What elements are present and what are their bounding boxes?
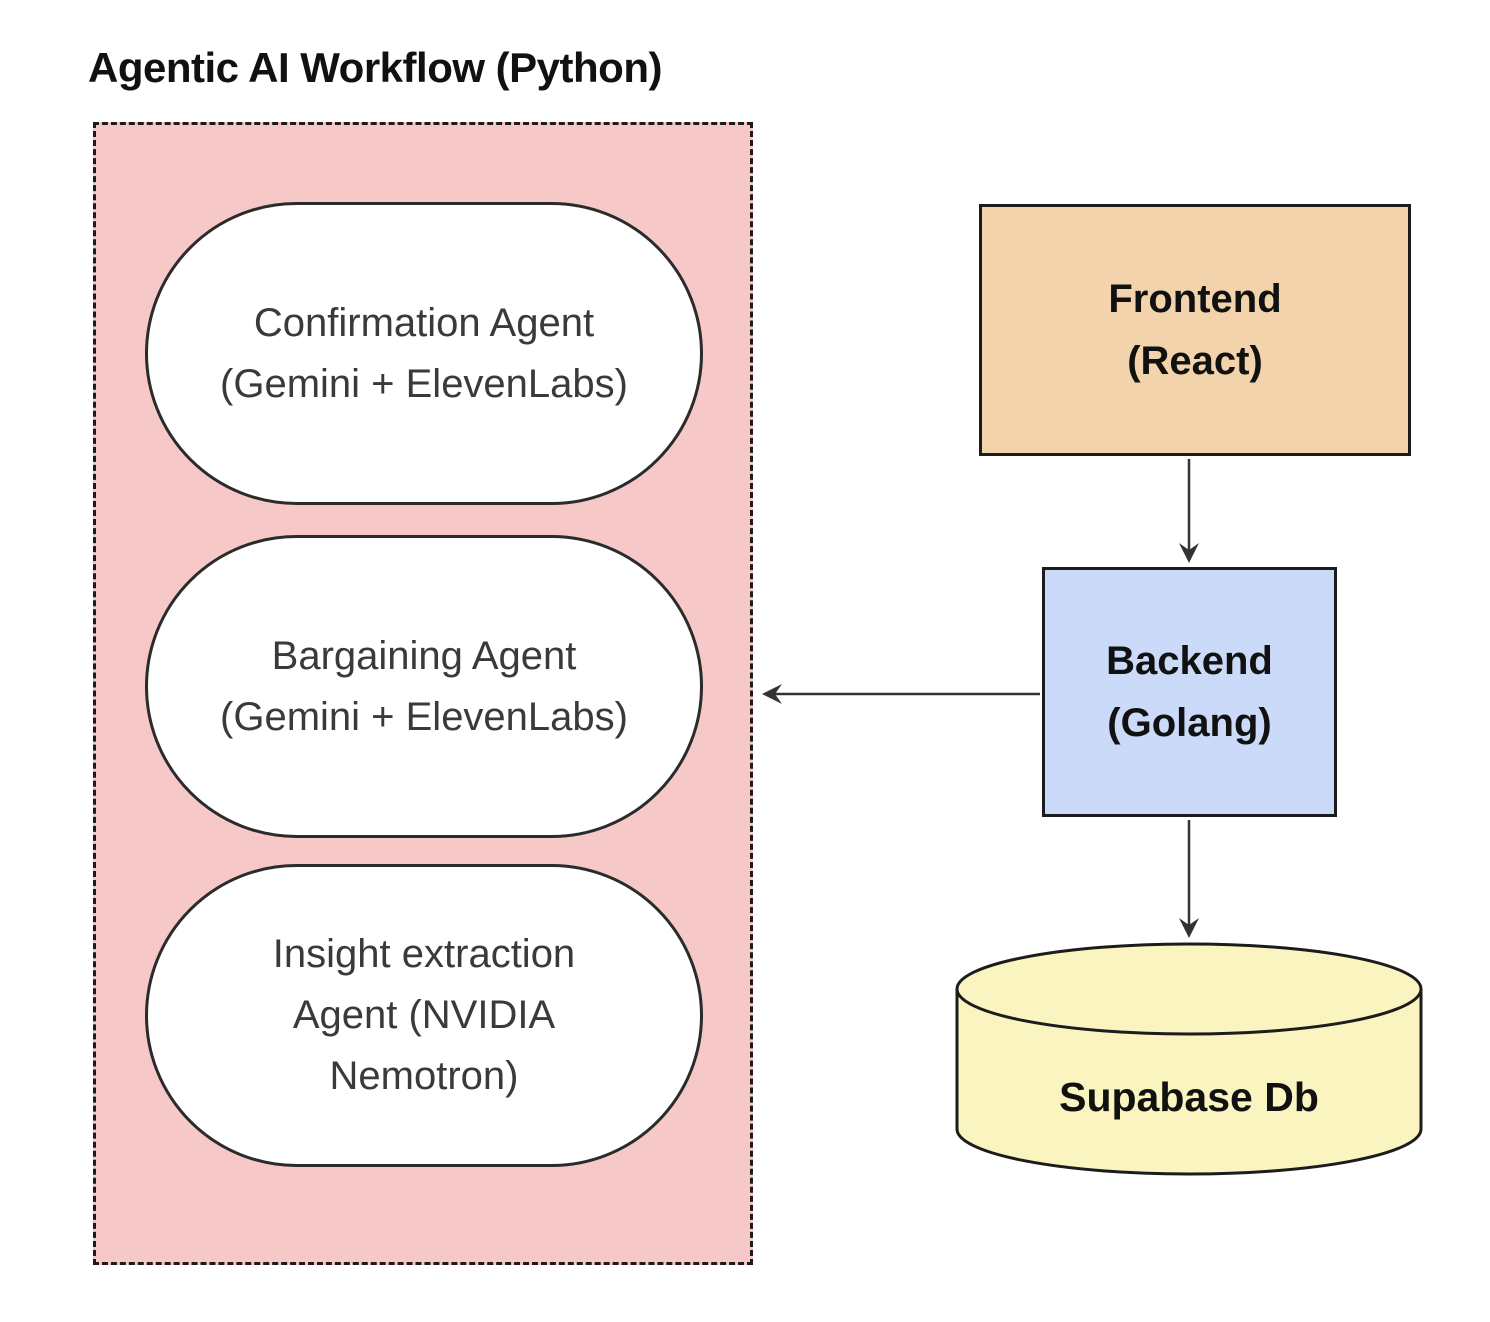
node-label-line: Backend — [1106, 639, 1273, 683]
node-label-line: (Golang) — [1107, 701, 1272, 745]
node-supabase-db-label: Supabase Db — [1059, 1074, 1319, 1120]
node-bargaining-agent: Bargaining Agent (Gemini + ElevenLabs) — [145, 535, 703, 838]
node-label-line: Nemotron) — [329, 1054, 519, 1098]
node-confirmation-agent: Confirmation Agent (Gemini + ElevenLabs) — [145, 202, 703, 505]
node-label-line: Frontend — [1108, 277, 1282, 321]
node-backend: Backend (Golang) — [1042, 567, 1337, 817]
node-label-line: (Gemini + ElevenLabs) — [220, 361, 628, 406]
node-frontend: Frontend (React) — [979, 204, 1411, 456]
node-label-line: Confirmation Agent — [253, 300, 595, 345]
node-label-line: Agent (NVIDIA — [292, 993, 556, 1037]
node-label-line: (Gemini + ElevenLabs) — [220, 694, 628, 739]
node-label-line: Bargaining Agent — [271, 633, 577, 678]
node-label-line: Insight extraction — [272, 932, 576, 976]
node-label-line: (React) — [1127, 339, 1263, 383]
node-insight-extraction-agent: Insight extraction Agent (NVIDIA Nemotro… — [145, 864, 703, 1167]
database-cylinder-shape — [955, 942, 1423, 1176]
workflow-group-title: Agentic AI Workflow (Python) — [88, 44, 662, 91]
